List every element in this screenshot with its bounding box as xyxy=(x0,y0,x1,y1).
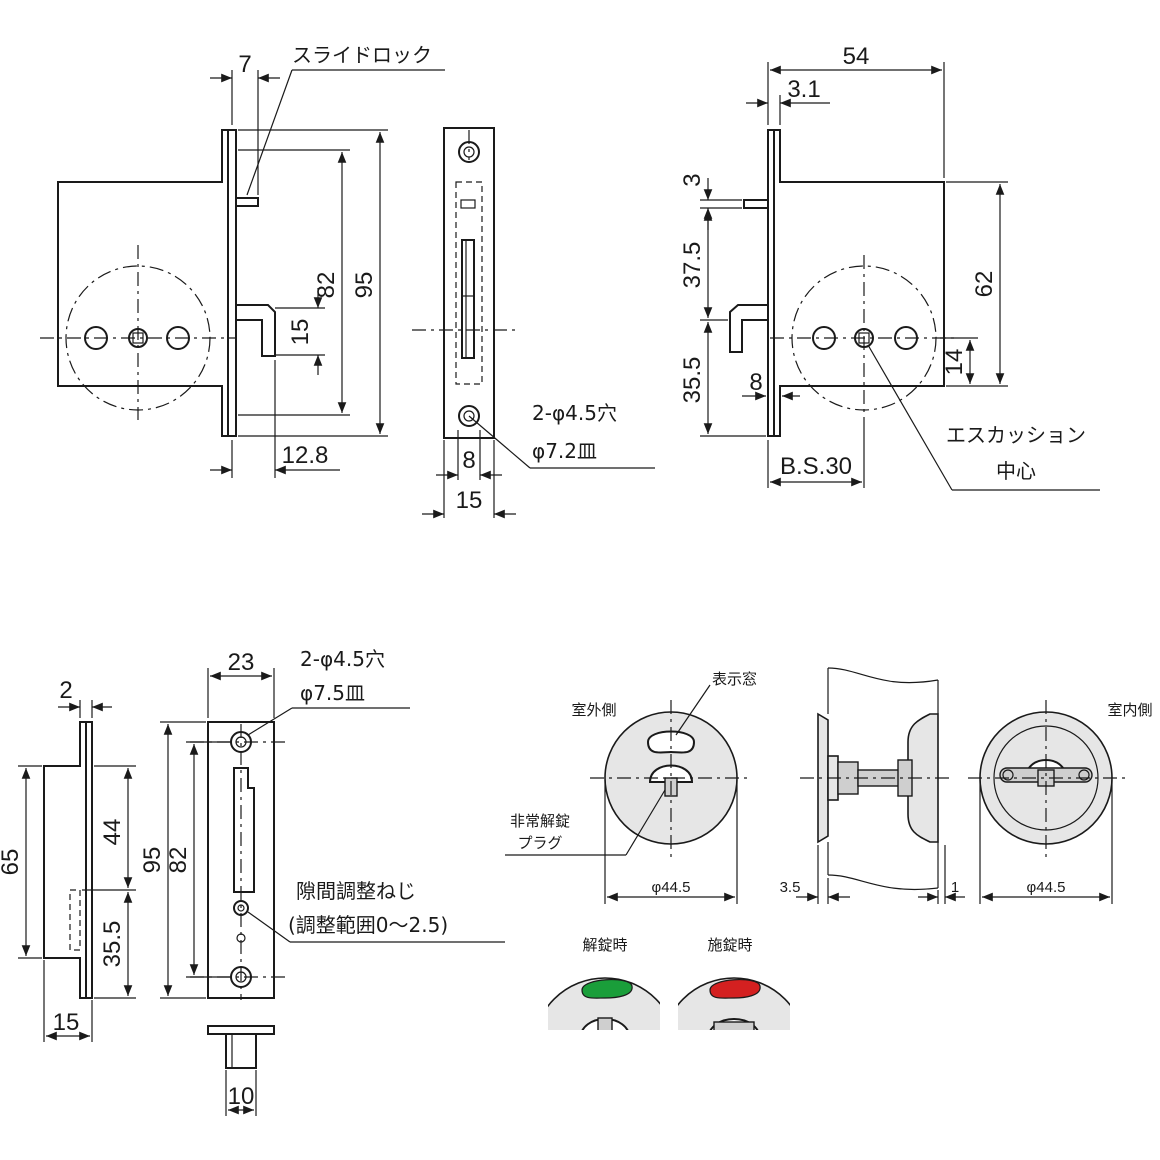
dim-14: 14 xyxy=(941,349,968,376)
dim-82-a: 82 xyxy=(313,272,340,299)
strike-front-view: 23 95 82 2-φ4.5穴 φ7.5皿 隙間調整ねじ (調整範囲0～2.5… xyxy=(139,647,505,1116)
label-holes-bottom: 2-φ4.5穴 xyxy=(300,647,385,671)
dim-35-5-a: 35.5 xyxy=(679,357,706,404)
label-gap-screw-2: (調整範囲0～2.5) xyxy=(288,913,448,937)
dim-1: 1 xyxy=(951,879,959,896)
label-holes-top: 2-φ4.5穴 xyxy=(532,401,617,425)
dim-3-5: 3.5 xyxy=(780,879,801,896)
inside-escutcheon-view: 室内側 φ44.5 xyxy=(968,700,1153,904)
dim-backset: B.S.30 xyxy=(780,453,852,480)
dim-82-b: 82 xyxy=(165,847,192,874)
dim-35-5-b: 35.5 xyxy=(99,921,126,968)
lock-body-front-view: 7 スライドロック 95 82 15 12.8 xyxy=(40,43,445,478)
label-locked: 施錠時 xyxy=(707,936,752,954)
dim-12-8: 12.8 xyxy=(282,442,329,469)
dim-10: 10 xyxy=(228,1083,255,1110)
dim-65: 65 xyxy=(0,849,24,876)
dim-23: 23 xyxy=(228,649,255,676)
label-emergency-2: プラグ xyxy=(517,834,562,852)
dim-8-a: 8 xyxy=(462,447,475,474)
label-unlocked: 解錠時 xyxy=(582,936,627,954)
dim-44-5-a: φ44.5 xyxy=(652,879,691,896)
label-emergency-1: 非常解錠 xyxy=(510,812,570,830)
dim-95-b: 95 xyxy=(139,847,166,874)
escutcheon-side-view: 3.5 1 xyxy=(780,667,965,904)
dim-37-5: 37.5 xyxy=(679,242,706,289)
label-slide-lock: スライドロック xyxy=(292,43,432,67)
dim-95-a: 95 xyxy=(351,272,378,299)
lock-body-side-view: 54 3.1 3 37.5 35.5 8 62 14 xyxy=(679,43,1100,491)
dim-54: 54 xyxy=(843,43,870,70)
label-escutcheon-center-2: 中心 xyxy=(996,459,1036,483)
dim-3: 3 xyxy=(679,173,706,186)
label-countersink-top: φ7.2皿 xyxy=(532,439,597,463)
dim-15-b: 15 xyxy=(456,487,483,514)
dim-7: 7 xyxy=(238,51,251,78)
label-gap-screw-1: 隙間調整ねじ xyxy=(296,879,416,903)
green-indicator xyxy=(581,979,633,999)
dim-8-b: 8 xyxy=(749,369,762,396)
indicator-locked: 施錠時 xyxy=(678,936,790,1030)
dim-3-1: 3.1 xyxy=(787,76,820,103)
label-escutcheon-center-1: エスカッション xyxy=(946,423,1086,447)
dim-15-c: 15 xyxy=(53,1009,80,1036)
dim-15-a: 15 xyxy=(287,319,314,346)
label-inside: 室内側 xyxy=(1107,701,1152,719)
outside-escutcheon-view: 室外側 表示窓 非常解錠 プラグ φ44.5 xyxy=(505,670,757,904)
red-indicator xyxy=(709,979,761,999)
indicator-unlocked: 解錠時 xyxy=(548,936,660,1030)
dim-44-5-b: φ44.5 xyxy=(1027,879,1066,896)
dim-62: 62 xyxy=(971,271,998,298)
label-outside: 室外側 xyxy=(571,701,616,719)
label-indicator-window: 表示窓 xyxy=(712,670,757,688)
faceplate-front-view: 2-φ4.5穴 φ7.2皿 8 15 xyxy=(412,127,655,519)
dim-44: 44 xyxy=(99,819,126,846)
dim-2: 2 xyxy=(59,677,72,704)
label-countersink-bottom: φ7.5皿 xyxy=(300,681,365,705)
strike-side-view: 2 65 44 35.5 15 xyxy=(0,677,136,1042)
